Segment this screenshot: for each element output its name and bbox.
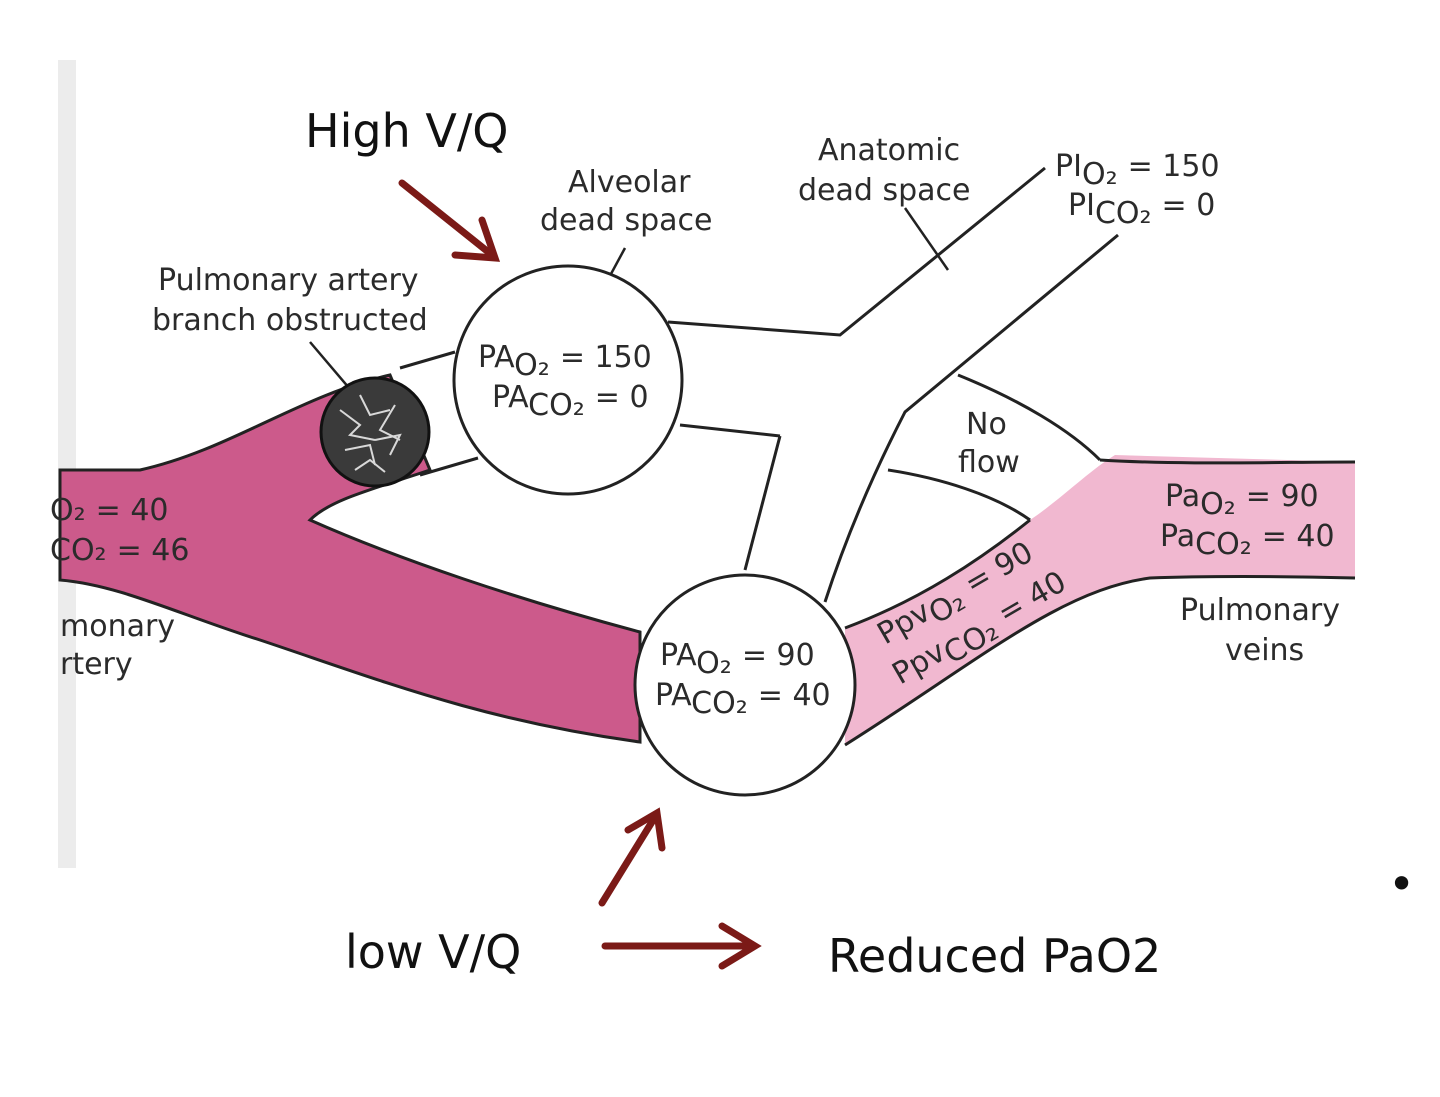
low-vq-arrow — [598, 807, 666, 907]
upper-alveolus-co2-value: PACO₂= 0 — [492, 380, 649, 423]
pulmonary-artery-label-line1: monary — [60, 609, 175, 644]
reduced-pao2-label: Reduced PaO2 — [828, 929, 1161, 983]
anatomic-dead-space-label-line2: dead space — [798, 173, 970, 208]
upper-alveolus-o2-value: PAO₂= 150 — [478, 340, 652, 383]
pulmonary-veins-label-line2: veins — [1225, 633, 1304, 668]
svg-text:CO₂= 46: CO₂= 46 — [50, 533, 189, 568]
svg-text:PaO₂= 90: PaO₂= 90 — [1165, 479, 1319, 522]
lower-alveolus-o2-value: PAO₂= 90 — [660, 638, 815, 681]
lower-alveolus — [633, 573, 857, 797]
no-flow-capillary — [887, 373, 1102, 522]
alveolar-dead-space-label-line2: dead space — [540, 203, 712, 238]
no-flow-label-line2: flow — [958, 445, 1020, 480]
svg-text:PAO₂= 150: PAO₂= 150 — [478, 340, 652, 383]
embolus-texture — [339, 394, 402, 473]
svg-text:PaCO₂= 40: PaCO₂= 40 — [1160, 519, 1335, 562]
low-vq-label: low V/Q — [345, 925, 521, 979]
venous-co2-value: CO₂= 46 — [50, 533, 189, 568]
svg-text:PAO₂= 90: PAO₂= 90 — [660, 638, 815, 681]
embolus — [319, 376, 431, 488]
high-vq-label: High V/Q — [305, 104, 509, 158]
inspired-o2-value: PIO₂= 150 — [1055, 149, 1220, 192]
anatomic-dead-space-label-line1: Anatomic — [818, 133, 960, 168]
anatomic-dead-space-pointer — [903, 207, 950, 271]
svg-text:O₂= 40: O₂= 40 — [50, 493, 169, 528]
lower-alveolus-co2-value: PACO₂= 40 — [655, 678, 831, 721]
high-vq-arrow — [398, 179, 501, 262]
airway-tree — [667, 166, 1119, 603]
obstruction-label-line1: Pulmonary artery — [158, 263, 419, 298]
svg-text:PACO₂= 40: PACO₂= 40 — [655, 678, 831, 721]
venous-o2-value: O₂= 40 — [50, 493, 169, 528]
no-flow-label-line1: No — [966, 407, 1007, 442]
upper-alveolus — [452, 264, 684, 496]
svg-text:PICO₂= 0: PICO₂= 0 — [1068, 188, 1215, 231]
svg-text:PACO₂= 0: PACO₂= 0 — [492, 380, 649, 423]
bullet-glyph: • — [1388, 857, 1415, 911]
result-arrow — [601, 922, 762, 970]
page-edge-shadow — [58, 60, 76, 868]
svg-text:PIO₂= 150: PIO₂= 150 — [1055, 149, 1220, 192]
alveolar-dead-space-label-line1: Alveolar — [568, 165, 691, 200]
obstructed-branch — [399, 350, 479, 477]
pulmonary-vein-vessel — [845, 455, 1355, 745]
pulmonary-veins-label-line1: Pulmonary — [1180, 593, 1340, 628]
pulmonary-artery-label-line2: rtery — [60, 647, 133, 682]
arterial-o2-value: PaO₂= 90 — [1165, 479, 1319, 522]
inspired-co2-value: PICO₂= 0 — [1068, 188, 1215, 231]
arterial-co2-value: PaCO₂= 40 — [1160, 519, 1335, 562]
pulmonary-vein-outline — [844, 458, 1356, 747]
obstruction-label-line2: branch obstructed — [152, 303, 428, 338]
